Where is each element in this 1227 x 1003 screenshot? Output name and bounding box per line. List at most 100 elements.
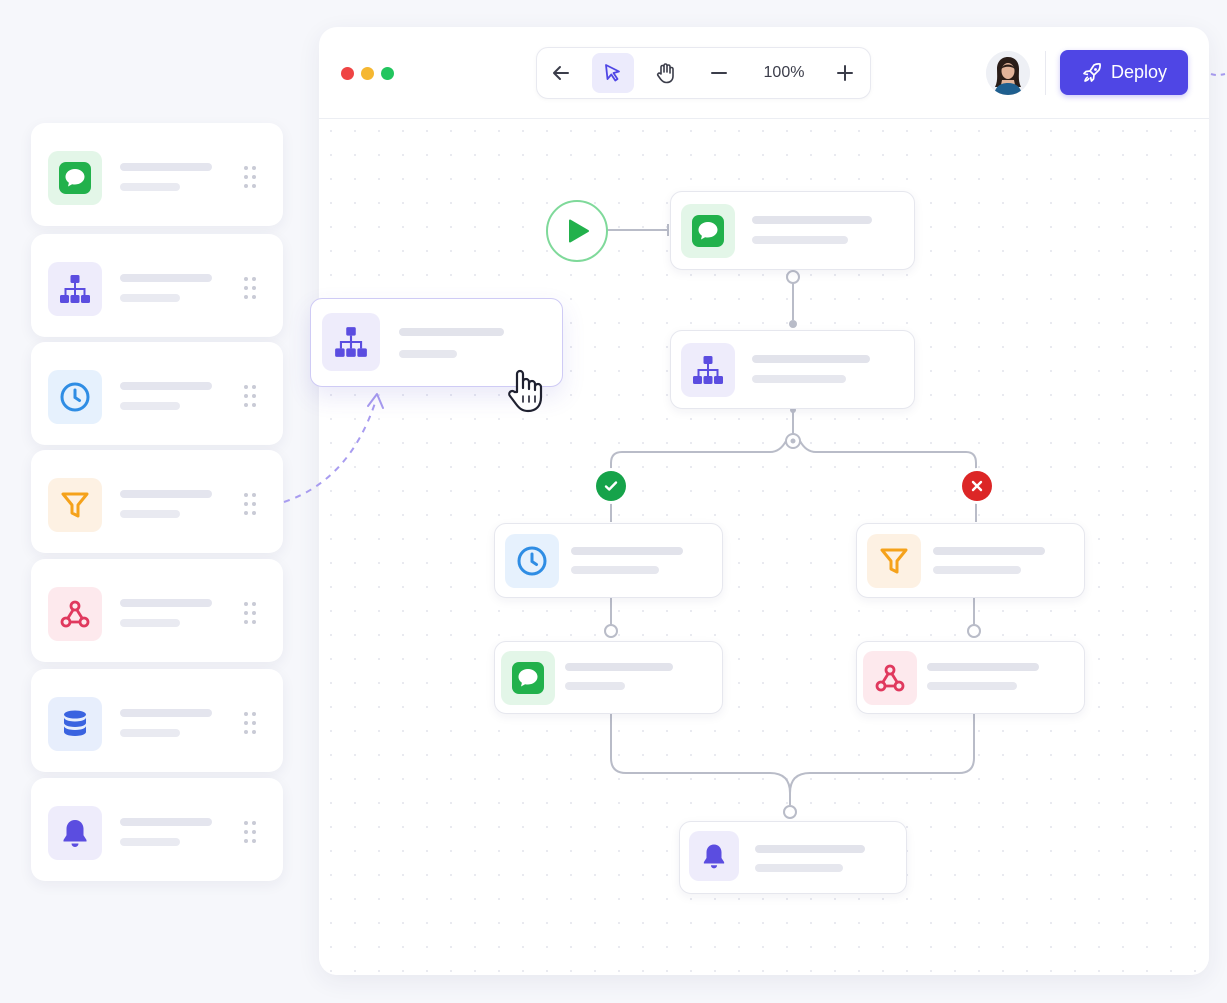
pointer-icon [605, 64, 620, 82]
zoom-in-button[interactable] [824, 53, 866, 93]
clock-icon [505, 534, 559, 588]
flow-node-delay[interactable] [494, 523, 723, 598]
placeholder-line [752, 355, 870, 363]
flow-node-filter[interactable] [856, 523, 1085, 598]
zoom-level: 100% [763, 64, 805, 81]
placeholder-line [120, 599, 212, 607]
placeholder-line [120, 838, 180, 846]
window-close-button[interactable] [341, 67, 354, 80]
port-handle [967, 624, 981, 638]
placeholder-line [927, 682, 1017, 690]
rocket-icon [1083, 62, 1101, 82]
placeholder-line [120, 619, 180, 627]
palette-item-branch[interactable] [31, 234, 283, 337]
flow-editor-window: 100% Deploy [319, 27, 1209, 975]
placeholder-line [120, 163, 212, 171]
header-divider [1045, 51, 1046, 95]
placeholder-line [755, 845, 865, 853]
window-maximize-button[interactable] [381, 67, 394, 80]
webhook-icon [48, 587, 102, 641]
branch-success-badge [596, 471, 626, 501]
window-minimize-button[interactable] [361, 67, 374, 80]
placeholder-line [752, 375, 846, 383]
port-handle [786, 270, 800, 284]
placeholder-line [571, 566, 659, 574]
flow-node-branch[interactable] [670, 330, 915, 409]
drag-handle-icon[interactable] [244, 712, 258, 736]
play-icon [569, 219, 589, 243]
flow-node-message[interactable] [670, 191, 915, 270]
placeholder-line [399, 328, 504, 336]
port-handle [783, 805, 797, 819]
drag-handle-icon[interactable] [244, 277, 258, 301]
database-icon [48, 697, 102, 751]
hand-icon [656, 63, 674, 84]
palette-item-filter[interactable] [31, 450, 283, 553]
placeholder-line [120, 709, 212, 717]
filter-icon [48, 478, 102, 532]
user-avatar[interactable] [986, 51, 1030, 95]
start-trigger[interactable] [546, 200, 608, 262]
connector-dash-right [1210, 73, 1226, 76]
placeholder-line [927, 663, 1039, 671]
message-icon [48, 151, 102, 205]
placeholder-line [120, 402, 180, 410]
back-button[interactable] [540, 53, 582, 93]
placeholder-line [120, 490, 212, 498]
message-icon [681, 204, 735, 258]
placeholder-line [571, 547, 683, 555]
placeholder-line [565, 682, 625, 690]
placeholder-line [399, 350, 457, 358]
zoom-out-icon [711, 72, 727, 74]
drag-handle-icon[interactable] [244, 385, 258, 409]
placeholder-line [752, 236, 848, 244]
select-tool-button[interactable] [592, 53, 634, 93]
placeholder-line [933, 566, 1021, 574]
hierarchy-icon [48, 262, 102, 316]
zoom-in-icon [837, 65, 853, 81]
flow-node-notification[interactable] [679, 821, 907, 894]
drag-path [283, 399, 377, 503]
placeholder-line [120, 382, 212, 390]
pan-tool-button[interactable] [645, 53, 687, 93]
drag-handle-icon[interactable] [244, 493, 258, 517]
canvas-toolbar: 100% [536, 47, 871, 99]
palette-item-database[interactable] [31, 669, 283, 772]
placeholder-line [933, 547, 1045, 555]
branch-failure-badge [962, 471, 992, 501]
hierarchy-icon [681, 343, 735, 397]
palette-item-notification[interactable] [31, 778, 283, 881]
flow-node-webhook[interactable] [856, 641, 1085, 714]
webhook-icon [863, 651, 917, 705]
placeholder-line [120, 274, 212, 282]
close-icon [971, 480, 983, 492]
port-handle [604, 624, 618, 638]
check-icon [604, 481, 618, 491]
zoom-out-button[interactable] [698, 53, 740, 93]
drag-handle-icon[interactable] [244, 821, 258, 845]
palette-item-message[interactable] [31, 123, 283, 226]
message-icon [501, 651, 555, 705]
placeholder-line [755, 864, 843, 872]
placeholder-line [120, 818, 212, 826]
flow-node-message-2[interactable] [494, 641, 723, 714]
placeholder-line [752, 216, 872, 224]
grab-cursor-icon [508, 369, 543, 413]
placeholder-line [120, 510, 180, 518]
drag-handle-icon[interactable] [244, 166, 258, 190]
dragging-node-branch[interactable] [310, 298, 563, 387]
hierarchy-icon [322, 313, 380, 371]
bell-icon [689, 831, 739, 881]
palette-item-delay[interactable] [31, 342, 283, 445]
palette-item-webhook[interactable] [31, 559, 283, 662]
placeholder-line [120, 729, 180, 737]
filter-icon [867, 534, 921, 588]
bell-icon [48, 806, 102, 860]
placeholder-line [120, 183, 180, 191]
placeholder-line [565, 663, 673, 671]
clock-icon [48, 370, 102, 424]
arrow-left-icon [553, 66, 569, 80]
deploy-button[interactable]: Deploy [1060, 50, 1188, 95]
drag-handle-icon[interactable] [244, 602, 258, 626]
